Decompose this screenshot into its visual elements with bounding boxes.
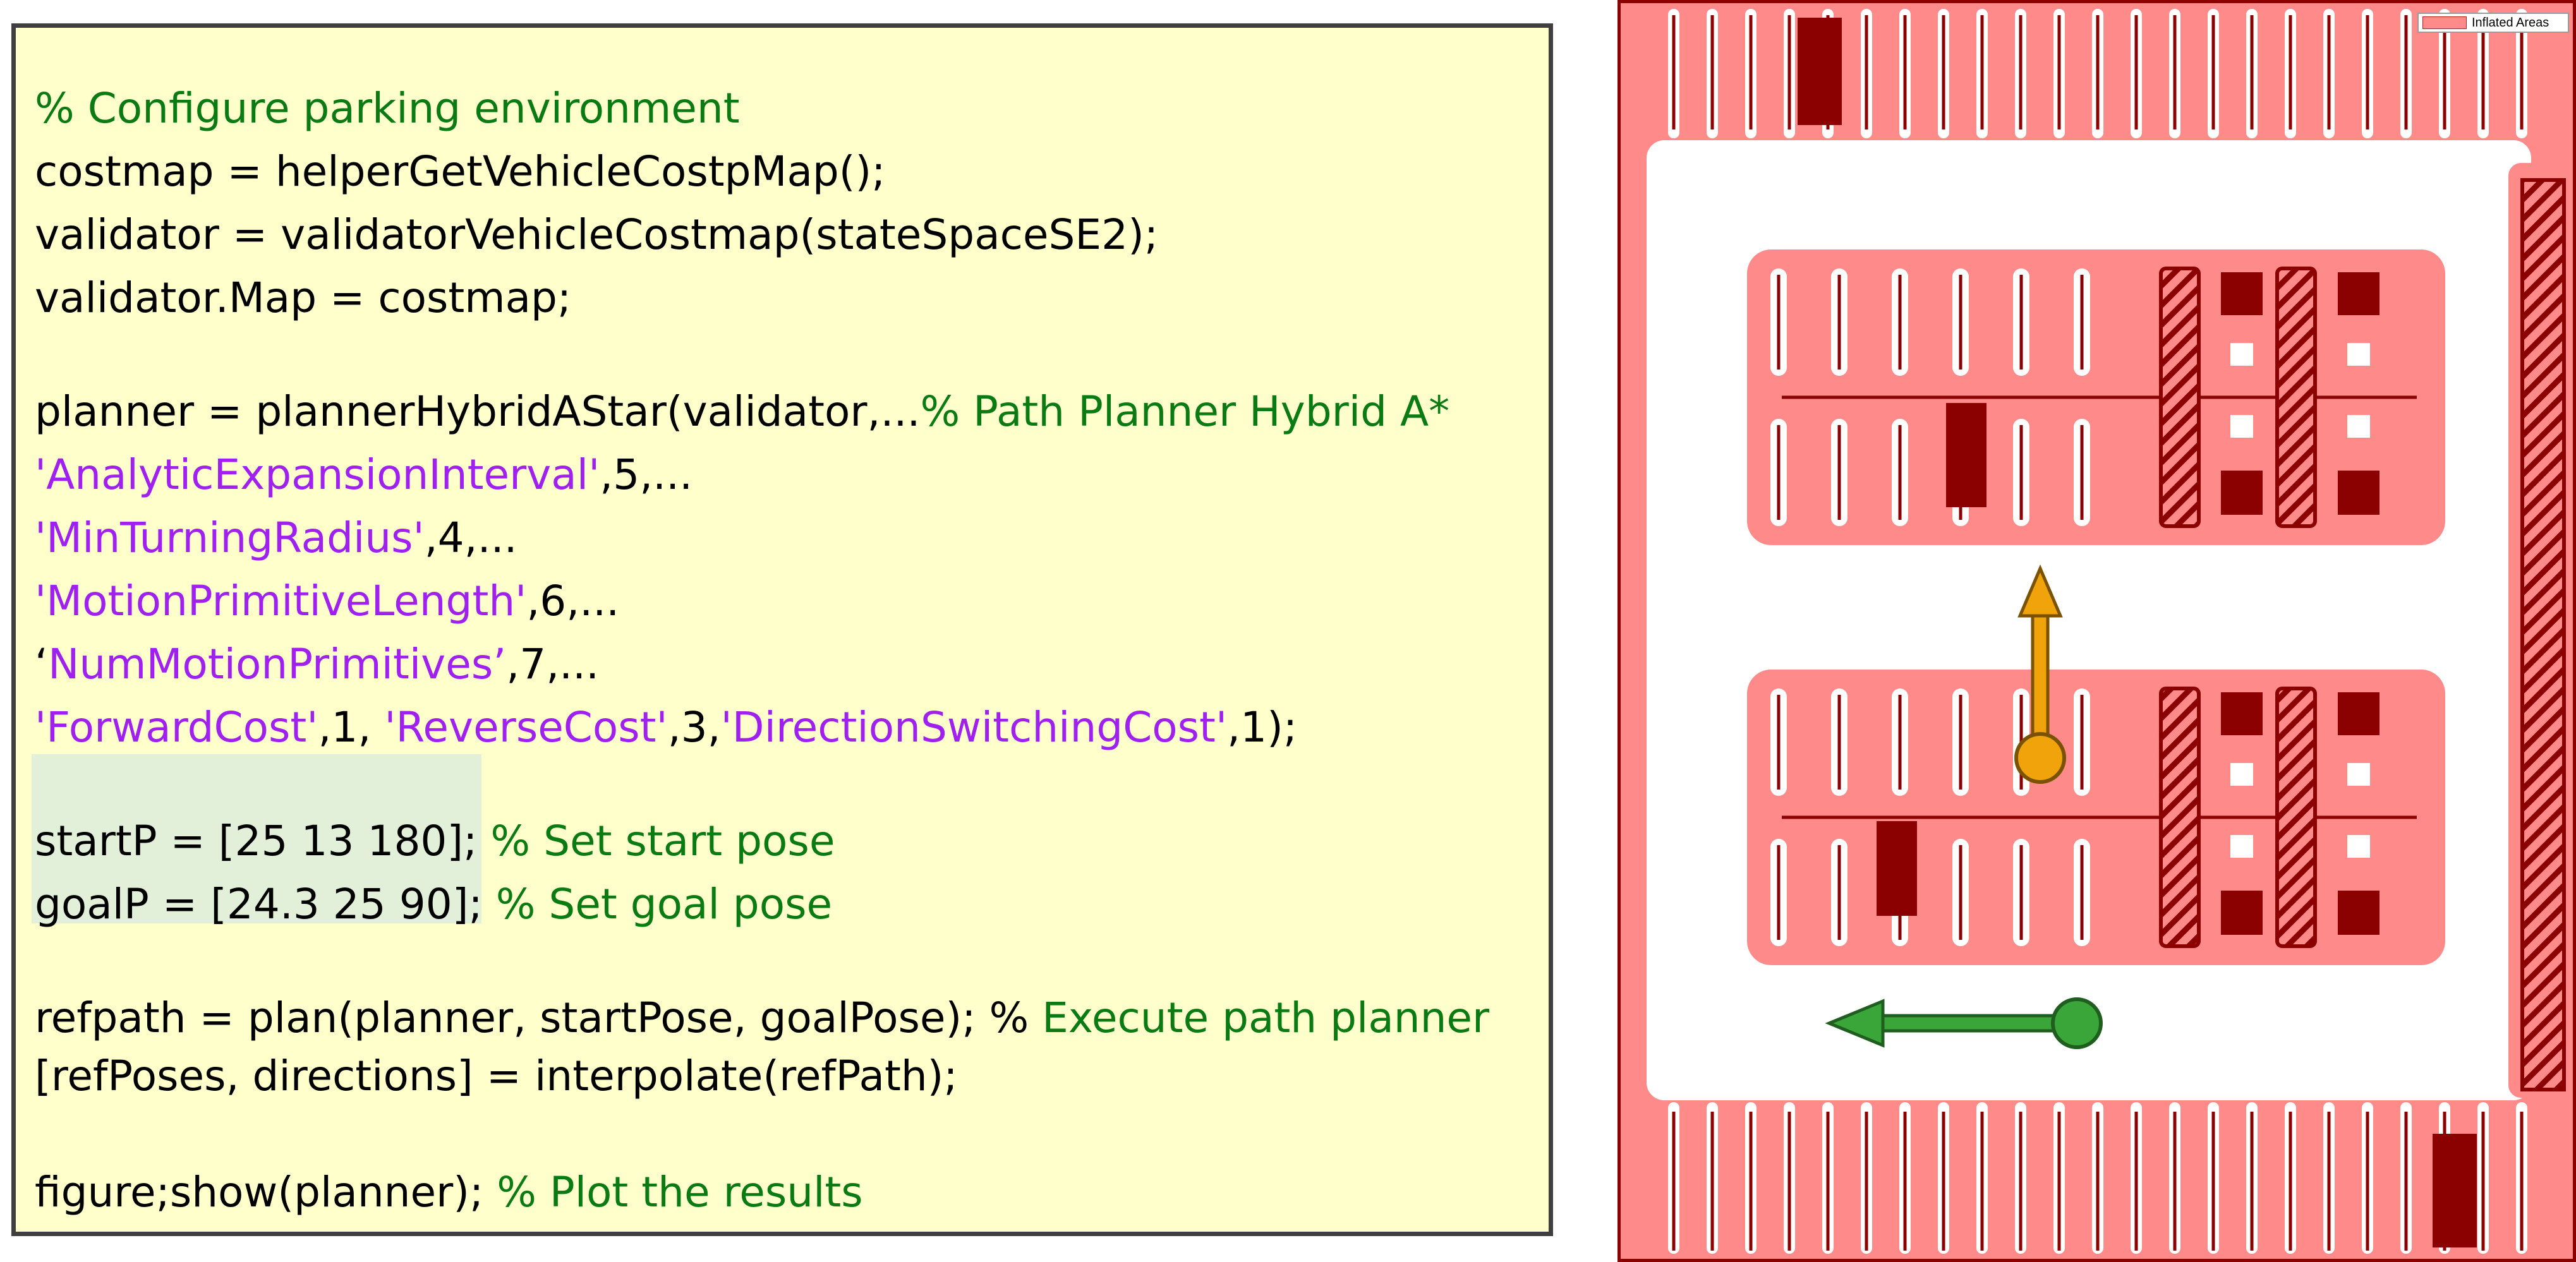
code-string: 'ReverseCost' [384, 703, 668, 752]
code-text: ,1); [1227, 703, 1298, 752]
free-cell [2347, 343, 2370, 366]
free-cell [2347, 835, 2370, 858]
code-line: planner = plannerHybridAStar(validator,.… [35, 382, 1449, 442]
code-line: startP = [25 13 180]; % Set start pose [35, 811, 835, 872]
free-cell [2347, 763, 2370, 786]
free-cell [2230, 343, 2253, 366]
free-cell [2347, 415, 2370, 438]
hatched-obstacle [2159, 267, 2201, 528]
code-line: 'MinTurningRadius',4,... [35, 508, 517, 568]
code-text: costmap = helperGetVehicleCostpMap(); [35, 147, 886, 196]
parking-map-panel: Inflated Areas [1618, 0, 2576, 1262]
free-cell [2230, 835, 2253, 858]
code-text: validator.Map = costmap; [35, 273, 572, 322]
code-line: validator = validatorVehicleCostmap(stat… [35, 205, 1158, 265]
goal-arrow-shaft [1862, 1014, 2074, 1033]
code-text: ,5,... [600, 450, 693, 499]
free-cell [2230, 415, 2253, 438]
start-pose-marker [2014, 732, 2066, 784]
pose-highlight-box [32, 754, 481, 923]
code-text: ,7,... [506, 640, 600, 688]
parked-car-small [2221, 891, 2263, 935]
code-string: 'AnalyticExpansionInterval' [35, 450, 600, 499]
code-string: 'MinTurningRadius' [35, 514, 425, 562]
parked-car [1946, 403, 1986, 507]
code-text: goalP = [24.3 25 90]; [35, 880, 496, 928]
code-string: 'DirectionSwitchingCost' [720, 703, 1228, 752]
code-line: refpath = plan(planner, startPose, goalP… [35, 988, 1489, 1049]
parking-costmap [1618, 0, 2576, 1262]
start-arrow-head [2017, 564, 2063, 618]
code-string: 'ForwardCost' [35, 703, 318, 752]
code-comment: % Plot the results [497, 1168, 863, 1217]
code-line: validator.Map = costmap; [35, 268, 571, 328]
free-cell [2230, 763, 2253, 786]
code-text: ,3, [667, 703, 721, 752]
code-text: ,4,... [424, 514, 517, 562]
parked-car-small [2338, 471, 2379, 515]
parked-car-small [2338, 692, 2379, 735]
code-line: 'ForwardCost',1, 'ReverseCost',3,'Direct… [35, 697, 1297, 758]
code-text: refpath = plan(planner, startPose, goalP… [35, 994, 1043, 1042]
hatched-obstacle [2275, 687, 2317, 948]
code-line: % Configure parking environment [35, 78, 740, 139]
goal-pose-marker [2051, 997, 2103, 1049]
parked-car-bottom [2433, 1134, 2477, 1247]
right-wall-obstacle [2520, 178, 2566, 1091]
code-text: figure;show(planner); [35, 1168, 497, 1217]
legend-label: Inflated Areas [2472, 15, 2549, 30]
parked-car [1877, 821, 1917, 916]
parked-car-small [2221, 692, 2263, 735]
code-text: ,1, [318, 703, 385, 752]
hatched-obstacle [2159, 687, 2201, 948]
parked-car-small [2338, 891, 2379, 935]
code-comment: % Configure parking environment [35, 84, 740, 133]
code-line: 'AnalyticExpansionInterval',5,... [35, 445, 692, 505]
code-string: NumMotionPrimitives’ [47, 640, 507, 688]
code-comment: % Set start pose [490, 817, 835, 865]
code-comment: % Set goal pose [495, 880, 833, 928]
code-line: costmap = helperGetVehicleCostpMap(); [35, 141, 886, 202]
code-text: planner = plannerHybridAStar(validator,.… [35, 387, 921, 436]
parked-car-small [2221, 471, 2263, 515]
code-line: figure;show(planner); % Plot the results [35, 1162, 863, 1223]
code-text: startP = [25 13 180]; [35, 817, 491, 865]
code-text: validator = validatorVehicleCostmap(stat… [35, 210, 1159, 259]
code-panel: % Configure parking environment costmap =… [11, 23, 1553, 1236]
code-string: 'MotionPrimitiveLength' [35, 577, 527, 625]
code-line: 'MotionPrimitiveLength',6,... [35, 571, 619, 632]
code-line: [refPoses, directions] = interpolate(ref… [35, 1046, 958, 1107]
code-text: ‘ [35, 640, 48, 688]
code-line: goalP = [24.3 25 90]; % Set goal pose [35, 874, 832, 935]
goal-arrow-head [1825, 999, 1885, 1048]
legend-swatch-inflated [2422, 16, 2467, 29]
code-text: ,6,... [526, 577, 620, 625]
parked-car-small [2338, 272, 2379, 315]
code-line: ‘NumMotionPrimitives’,7,... [35, 634, 599, 695]
map-border [1618, 0, 2576, 1262]
parked-car-top [1798, 18, 1842, 125]
hatched-obstacle [2275, 267, 2317, 528]
map-legend: Inflated Areas [2417, 13, 2569, 33]
code-text: [refPoses, directions] = interpolate(ref… [35, 1052, 958, 1100]
code-comment: % Path Planner Hybrid A* [920, 387, 1450, 436]
parked-car-small [2221, 272, 2263, 315]
code-comment: Execute path planner [1042, 994, 1490, 1042]
